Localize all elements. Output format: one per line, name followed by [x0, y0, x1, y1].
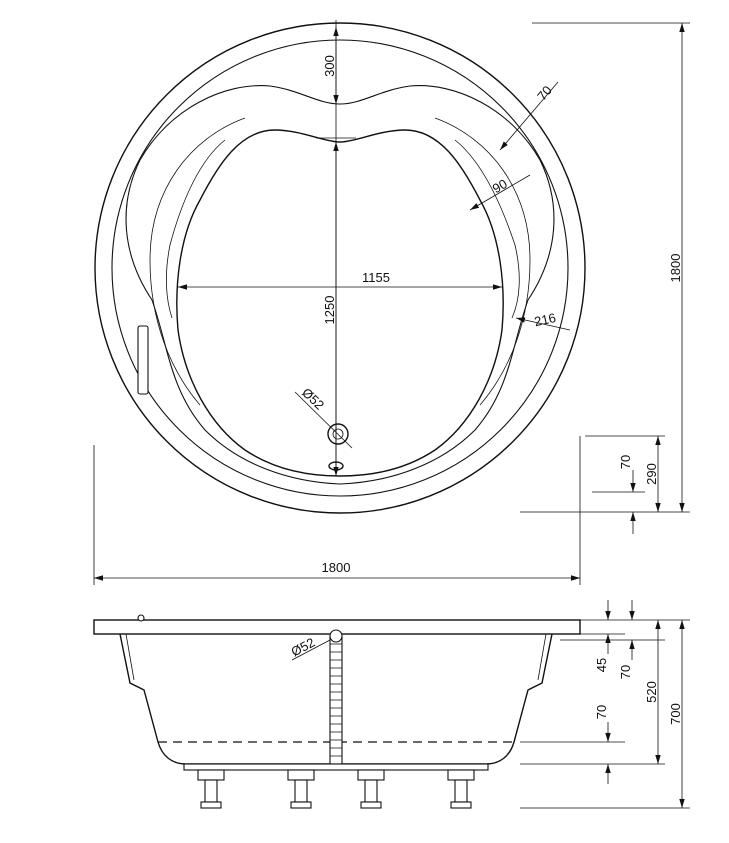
dim-1800-v-label: 1800	[668, 254, 683, 283]
backrest-outer-contour	[125, 85, 555, 485]
dim-70-line	[499, 81, 559, 151]
backrest-arc-right	[434, 117, 531, 406]
grab-handle	[137, 325, 149, 395]
drain-cap	[329, 629, 343, 643]
dim-90-line	[469, 174, 531, 211]
dim-drain-label: Ø52	[299, 385, 327, 413]
support-frame	[183, 763, 489, 771]
dim-1800-h-label: 1800	[322, 560, 351, 575]
dim-70-water-label: 70	[594, 705, 609, 719]
basin-contour	[176, 129, 504, 477]
drain-pipe-corrugation	[330, 643, 342, 757]
side-drain-label: Ø52	[289, 635, 318, 660]
drain-inner	[332, 428, 344, 440]
basin-step-left	[165, 139, 226, 319]
dim-70-rim-label: 70	[618, 665, 633, 679]
dim-1250-label: 1250	[322, 296, 337, 325]
leg-1	[197, 769, 225, 809]
drain-outer	[327, 423, 349, 445]
dim-45-label: 45	[594, 658, 609, 672]
outer-rim	[94, 22, 586, 514]
side-shell-inner	[125, 633, 547, 681]
side-overflow-knob	[137, 614, 145, 622]
dim-70-label: 70	[534, 83, 555, 104]
dim-1155-label: 1155	[362, 270, 390, 285]
side-view: Ø52 45	[93, 600, 690, 809]
dim-300-label: 300	[322, 55, 337, 77]
dim-70-v-label: 70	[618, 455, 633, 469]
basin-step-right	[454, 139, 520, 319]
dim-520-label: 520	[644, 681, 659, 703]
dim-90-label: 90	[490, 176, 510, 196]
leg-3	[357, 769, 385, 809]
leg-4	[447, 769, 475, 809]
drain-leader	[294, 391, 353, 449]
dim-290-label: 290	[644, 463, 659, 485]
leg-2	[287, 769, 315, 809]
dim-216-line	[515, 317, 571, 331]
backrest-arc-left	[149, 117, 246, 406]
inner-rim	[111, 39, 569, 497]
dim-700-label: 700	[668, 703, 683, 725]
top-view: 300 1250 1155 70 90 216 Ø52 1800 29	[94, 20, 690, 585]
dim-216-label: 216	[533, 310, 557, 329]
side-drain-leader	[291, 639, 331, 661]
